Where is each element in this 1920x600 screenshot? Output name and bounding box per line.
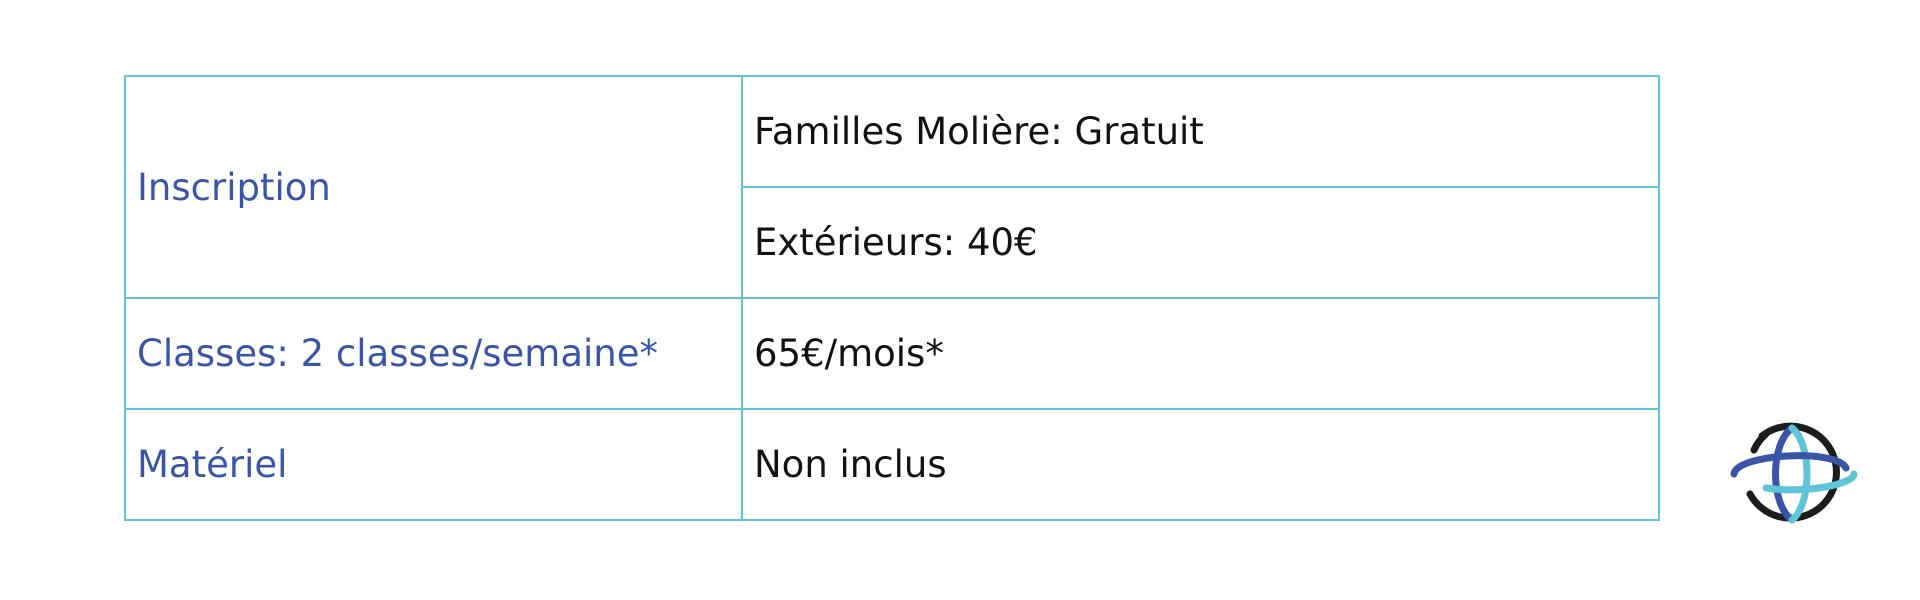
logo-orbit-blue [1730,452,1850,478]
fee-materiel: Non inclus [741,408,1660,521]
row-label-inscription: Inscription [124,75,743,299]
fee-exterieurs: Extérieurs: 40€ [741,186,1660,299]
logo-meridian-teal [1788,424,1811,524]
logo-orbit-teal [1762,470,1858,494]
fee-classes: 65€/mois* [741,297,1660,410]
row-label-materiel: Matériel [124,408,743,521]
table-row-inscription: Inscription Familles Molière: Gratuit [124,75,1660,299]
table-row-classes: Classes: 2 classes/semaine* 65€/mois* [124,297,1660,410]
row-label-classes: Classes: 2 classes/semaine* [124,297,743,410]
table-row-inscription-exterieurs: Extérieurs: 40€ [125,186,1660,299]
globe-orbit-logo-icon [1730,422,1858,524]
logo-outer-ring-top-left [1750,430,1770,454]
table-row-materiel: Matériel Non inclus [124,408,1660,521]
fees-table: Inscription Familles Molière: Gratuit Ex… [124,75,1660,521]
fee-familles-moliere: Familles Molière: Gratuit [741,75,1660,188]
logo-meridian-blue [1772,424,1796,524]
